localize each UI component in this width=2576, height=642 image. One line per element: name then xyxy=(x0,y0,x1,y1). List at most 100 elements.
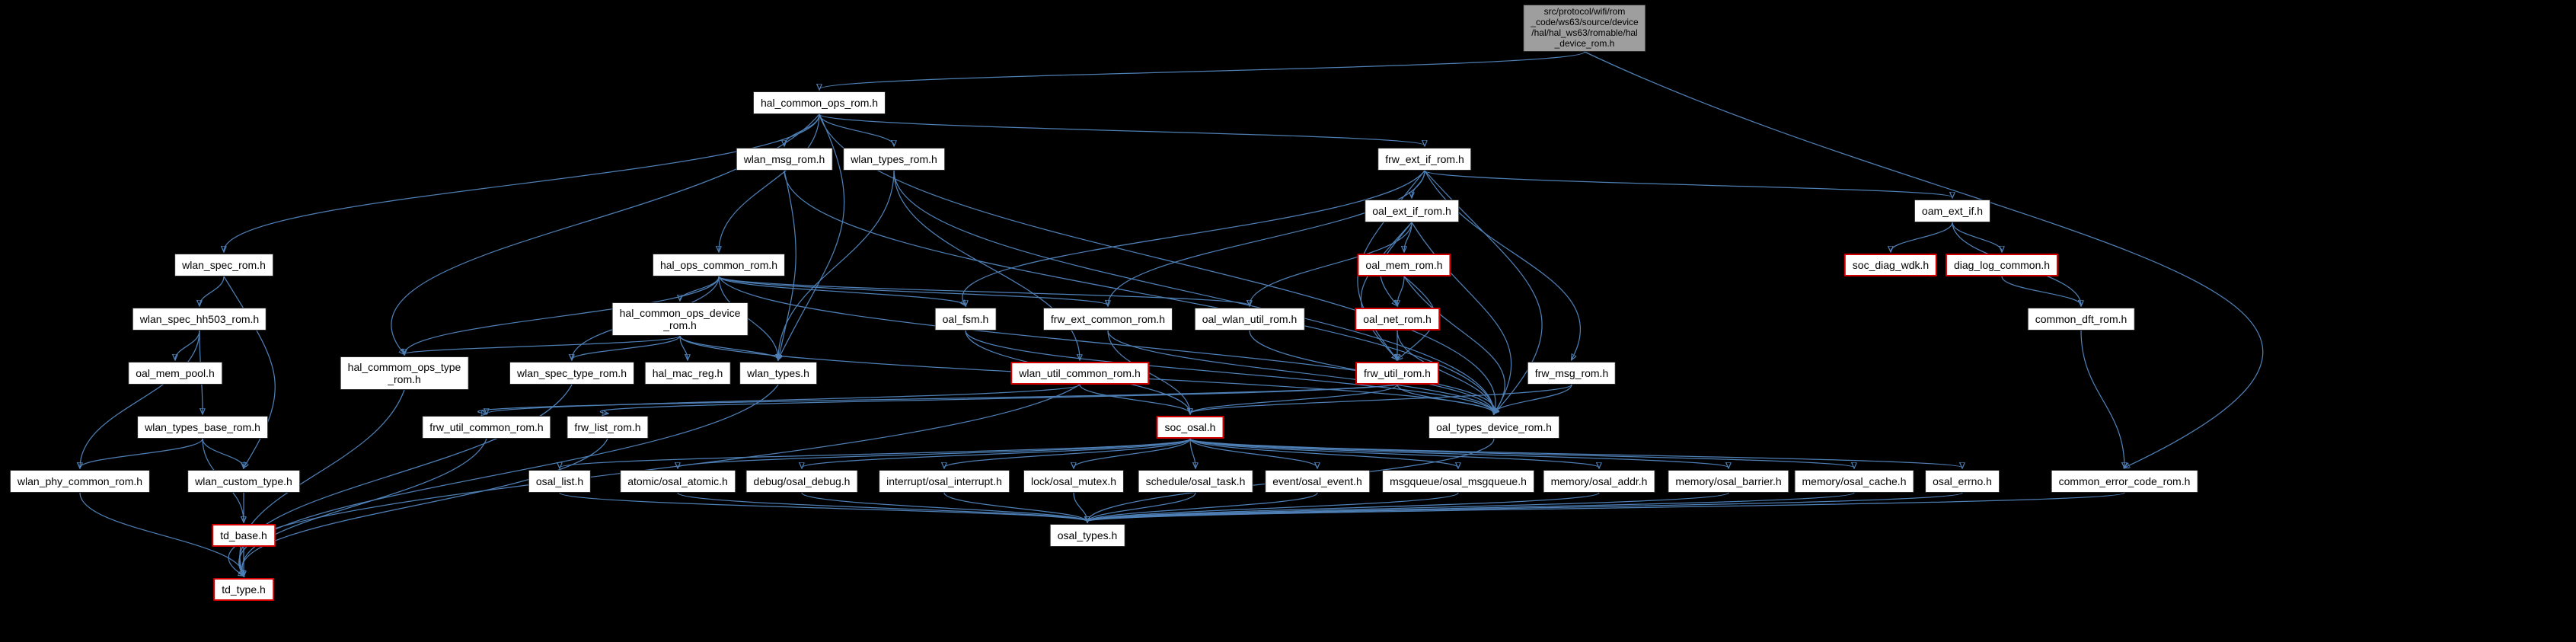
graph-node-wlan_types_rom[interactable]: wlan_types_rom.h xyxy=(843,148,945,171)
graph-node-hal_ops_common_rom[interactable]: hal_ops_common_rom.h xyxy=(652,254,786,276)
graph-node-oal_types_device_rom[interactable]: oal_types_device_rom.h xyxy=(1428,416,1559,439)
edge-soc_osal-osal_addr xyxy=(1189,438,1599,468)
graph-node-osal_list[interactable]: osal_list.h xyxy=(528,470,592,493)
graph-node-soc_osal[interactable]: soc_osal.h xyxy=(1156,416,1224,439)
graph-node-osal_event[interactable]: event/osal_event.h xyxy=(1265,470,1370,493)
graph-node-osal_cache[interactable]: memory/osal_cache.h xyxy=(1794,470,1914,493)
edge-wlan_types_rom-oal_types_device_rom xyxy=(893,170,1494,414)
graph-node-oal_mem_rom[interactable]: oal_mem_rom.h xyxy=(1357,254,1451,276)
edge-oal_mem_rom-oal_net_rom xyxy=(1397,276,1405,305)
edge-wlan_types_base_rom-wlan_phy_common_rom xyxy=(80,438,203,468)
edge-hal_ops_common_rom-wlan_types xyxy=(718,276,778,359)
edge-hal_common_ops_device_rom-wlan_spec_type_rom xyxy=(572,335,681,359)
edge-frw_ext_if_rom-frw_ext_common_rom xyxy=(1108,170,1425,305)
graph-node-hal_common_ops_rom[interactable]: hal_common_ops_rom.h xyxy=(752,91,886,114)
edge-common_error_code_rom-osal_types xyxy=(1087,492,2125,522)
edge-hal_common_ops_rom-wlan_types xyxy=(778,113,845,359)
edge-hal_common_ops_rom-wlan_msg_rom xyxy=(784,113,820,145)
graph-node-wlan_custom_type[interactable]: wlan_custom_type.h xyxy=(187,470,300,493)
edge-frw_ext_common_rom-soc_osal xyxy=(1107,330,1190,414)
graph-node-soc_diag_wdk[interactable]: soc_diag_wdk.h xyxy=(1843,254,1938,276)
graph-node-wlan_spec_type_rom[interactable]: wlan_spec_type_rom.h xyxy=(509,362,634,385)
edge-osal_debug-osal_types xyxy=(801,492,1087,522)
edge-common_dft_rom-common_error_code_rom xyxy=(2080,330,2124,468)
graph-node-oal_wlan_util_rom[interactable]: oal_wlan_util_rom.h xyxy=(1194,308,1305,331)
graph-node-osal_debug[interactable]: debug/osal_debug.h xyxy=(745,470,858,493)
edge-soc_osal-osal_task xyxy=(1189,438,1195,468)
edge-wlan_types_base_rom-wlan_custom_type xyxy=(202,438,244,468)
graph-node-osal_mutex[interactable]: lock/osal_mutex.h xyxy=(1023,470,1125,493)
edge-frw_util_rom-frw_util_common_rom xyxy=(477,384,1398,414)
graph-node-oal_ext_if_rom[interactable]: oal_ext_if_rom.h xyxy=(1365,200,1459,222)
edge-wlan_util_common_rom-frw_util_common_rom xyxy=(487,384,1081,414)
edge-oal_fsm-oal_types_device_rom xyxy=(965,330,1494,414)
edge-oal_ext_if_rom-frw_util_rom xyxy=(1360,222,1412,359)
graph-node-wlan_msg_rom[interactable]: wlan_msg_rom.h xyxy=(736,148,833,171)
edge-osal_task-osal_types xyxy=(1087,492,1196,522)
graph-node-hal_common_ops_device_rom[interactable]: hal_common_ops_device _rom.h xyxy=(611,302,749,336)
graph-node-hal_mac_reg[interactable]: hal_mac_reg.h xyxy=(644,362,731,385)
graph-node-osal_msgqueue[interactable]: msgqueue/osal_msgqueue.h xyxy=(1382,470,1534,493)
edge-frw_msg_rom-soc_osal xyxy=(1190,384,1572,414)
graph-node-frw_util_common_rom[interactable]: frw_util_common_rom.h xyxy=(422,416,551,439)
graph-node-osal_interrupt[interactable]: interrupt/osal_interrupt.h xyxy=(879,470,1010,493)
graph-node-frw_list_rom[interactable]: frw_list_rom.h xyxy=(567,416,649,439)
edge-hal_ops_common_rom-hal_commom_ops_type_rom xyxy=(404,276,720,354)
edge-frw_util_rom-oal_types_device_rom xyxy=(1397,384,1494,414)
graph-node-wlan_types_base_rom[interactable]: wlan_types_base_rom.h xyxy=(137,416,268,439)
graph-node-osal_barrier[interactable]: memory/osal_barrier.h xyxy=(1668,470,1789,493)
edge-root-common_error_code_rom xyxy=(1584,51,2264,468)
graph-node-wlan_util_common_rom[interactable]: wlan_util_common_rom.h xyxy=(1010,362,1149,385)
edge-wlan_spec_rom-wlan_spec_hh503_rom xyxy=(200,276,225,305)
edge-soc_osal-osal_barrier xyxy=(1189,438,1729,468)
graph-node-hal_commom_ops_type_rom[interactable]: hal_commom_ops_type _rom.h xyxy=(340,356,469,390)
edge-hal_ops_common_rom-oal_wlan_util_rom xyxy=(718,276,1250,305)
graph-node-wlan_spec_rom[interactable]: wlan_spec_rom.h xyxy=(174,254,273,276)
graph-node-osal_errno[interactable]: osal_errno.h xyxy=(1925,470,2000,493)
graph-node-osal_task[interactable]: schedule/osal_task.h xyxy=(1138,470,1253,493)
edge-osal_event-osal_types xyxy=(1087,492,1318,522)
graph-node-frw_ext_common_rom[interactable]: frw_ext_common_rom.h xyxy=(1042,308,1173,331)
graph-node-common_error_code_rom[interactable]: common_error_code_rom.h xyxy=(2051,470,2198,493)
edge-frw_util_rom-soc_osal xyxy=(1190,384,1398,414)
graph-node-frw_msg_rom[interactable]: frw_msg_rom.h xyxy=(1527,362,1617,385)
edge-hal_ops_common_rom-frw_ext_common_rom xyxy=(718,276,1108,305)
edge-frw_ext_if_rom-oam_ext_if xyxy=(1424,170,1952,197)
edge-hal_common_ops_device_rom-wlan_types xyxy=(679,335,778,359)
edge-wlan_spec_rom-wlan_custom_type xyxy=(223,276,276,468)
graph-node-frw_util_rom[interactable]: frw_util_rom.h xyxy=(1355,362,1439,385)
graph-node-wlan_spec_hh503_rom[interactable]: wlan_spec_hh503_rom.h xyxy=(132,308,267,331)
edge-wlan_spec_hh503_rom-wlan_phy_common_rom xyxy=(80,330,200,468)
edge-hal_ops_common_rom-oal_fsm xyxy=(718,276,966,305)
edge-soc_osal-osal_mutex xyxy=(1074,438,1191,468)
graph-node-oam_ext_if[interactable]: oam_ext_if.h xyxy=(1914,200,1991,222)
graph-node-diag_log_common[interactable]: diag_log_common.h xyxy=(1945,254,2059,276)
edge-hal_common_ops_rom-wlan_types_rom xyxy=(819,113,894,145)
edge-soc_osal-osal_debug xyxy=(802,438,1191,468)
edge-wlan_types_rom-wlan_types xyxy=(778,170,895,359)
edge-osal_list-osal_types xyxy=(559,492,1087,522)
graph-node-common_dft_rom[interactable]: common_dft_rom.h xyxy=(2027,308,2135,331)
graph-node-wlan_phy_common_rom[interactable]: wlan_phy_common_rom.h xyxy=(9,470,151,493)
edge-wlan_spec_hh503_rom-oal_mem_pool xyxy=(175,330,200,359)
edge-frw_ext_if_rom-oal_types_device_rom xyxy=(1424,170,1543,414)
graph-node-osal_addr[interactable]: memory/osal_addr.h xyxy=(1543,470,1655,493)
edge-oal_mem_rom-oal_types_device_rom xyxy=(1403,276,1505,414)
edge-wlan_util_common_rom-soc_osal xyxy=(1079,384,1190,414)
graph-node-osal_atomic[interactable]: atomic/osal_atomic.h xyxy=(620,470,736,493)
edge-soc_osal-osal_interrupt xyxy=(944,438,1191,468)
graph-node-oal_net_rom[interactable]: oal_net_rom.h xyxy=(1355,308,1440,331)
graph-node-td_type[interactable]: td_type.h xyxy=(213,578,274,601)
edge-osal_cache-osal_types xyxy=(1087,492,1855,522)
graph-node-osal_types[interactable]: osal_types.h xyxy=(1049,524,1125,547)
graph-node-wlan_types[interactable]: wlan_types.h xyxy=(739,362,817,385)
graph-node-td_base[interactable]: td_base.h xyxy=(212,524,276,547)
graph-node-oal_mem_pool[interactable]: oal_mem_pool.h xyxy=(128,362,222,385)
graph-node-frw_ext_if_rom[interactable]: frw_ext_if_rom.h xyxy=(1377,148,1472,171)
graph-node-oal_fsm[interactable]: oal_fsm.h xyxy=(934,308,997,331)
edge-osal_atomic-osal_types xyxy=(677,492,1087,522)
edge-frw_ext_common_rom-oal_types_device_rom xyxy=(1107,330,1494,414)
edge-frw_util_common_rom-td_type xyxy=(242,438,487,576)
edge-oal_ext_if_rom-oal_wlan_util_rom xyxy=(1250,222,1412,305)
